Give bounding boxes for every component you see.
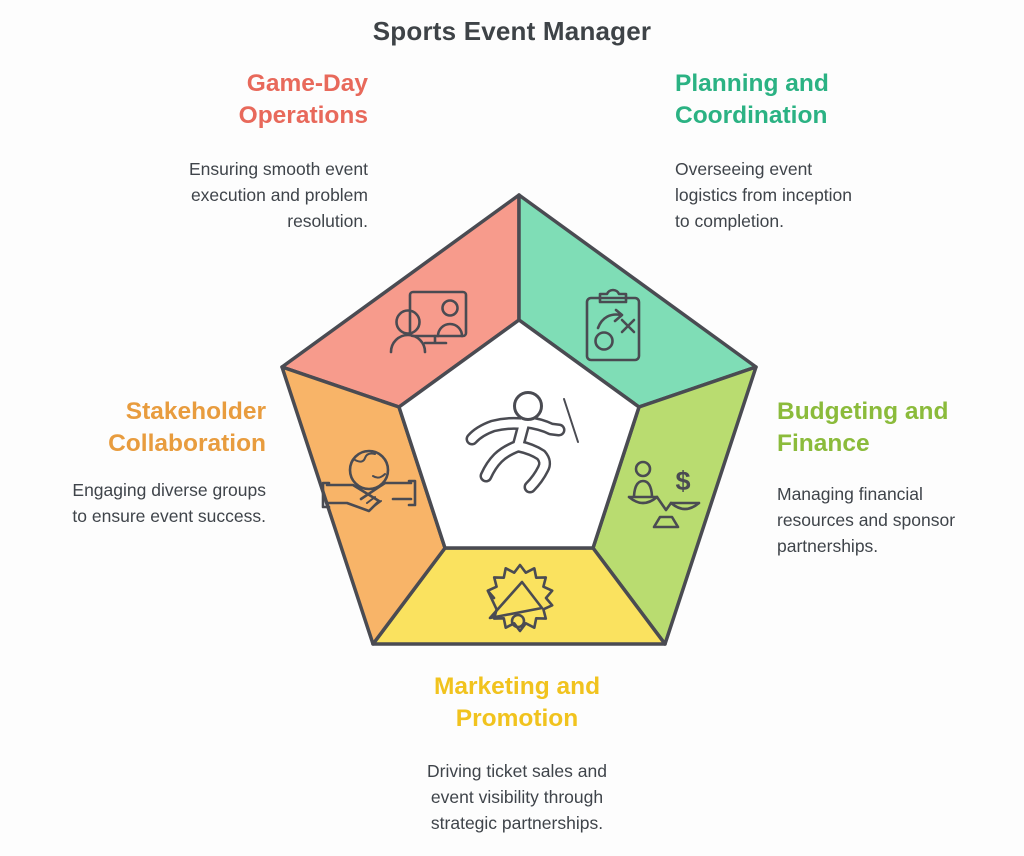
runner-icon xyxy=(465,391,579,494)
body-planning-and-coordination: Overseeing event logistics from inceptio… xyxy=(675,159,853,231)
body-stakeholder-collaboration: Engaging diverse groups to ensure event … xyxy=(72,480,266,526)
balance-scale-icon: $ xyxy=(627,460,701,529)
body-budgeting-and-finance: Managing financial resources and sponsor… xyxy=(777,484,956,556)
heading-marketing-and-promotion: Marketing and Promotion xyxy=(433,673,601,732)
megaphone-icon xyxy=(486,563,554,633)
handshake-globe-icon xyxy=(321,449,417,513)
video-call-icon xyxy=(389,290,468,354)
block-marketing-and-promotion: Marketing and Promotion Driving ticket s… xyxy=(367,671,667,836)
body-marketing-and-promotion: Driving ticket sales and event visibilit… xyxy=(427,761,607,833)
block-planning-and-coordination: Planning and Coordination Overseeing eve… xyxy=(675,68,975,234)
body-game-day-operations: Ensuring smooth event execution and prob… xyxy=(189,159,368,231)
heading-stakeholder-collaboration: Stakeholder Collaboration xyxy=(108,398,266,457)
dollar-sign-icon: $ xyxy=(675,466,690,496)
heading-planning-and-coordination: Planning and Coordination xyxy=(675,70,829,129)
heading-budgeting-and-finance: Budgeting and Finance xyxy=(777,398,949,457)
page-title: Sports Event Manager xyxy=(372,16,652,46)
strategy-clipboard-icon xyxy=(585,288,641,362)
block-game-day-operations: Game-Day Operations Ensuring smooth even… xyxy=(68,68,368,234)
block-budgeting-and-finance: Budgeting and Finance Managing financial… xyxy=(777,396,1017,559)
heading-game-day-operations: Game-Day Operations xyxy=(238,70,368,129)
block-stakeholder-collaboration: Stakeholder Collaboration Engaging diver… xyxy=(16,396,266,529)
